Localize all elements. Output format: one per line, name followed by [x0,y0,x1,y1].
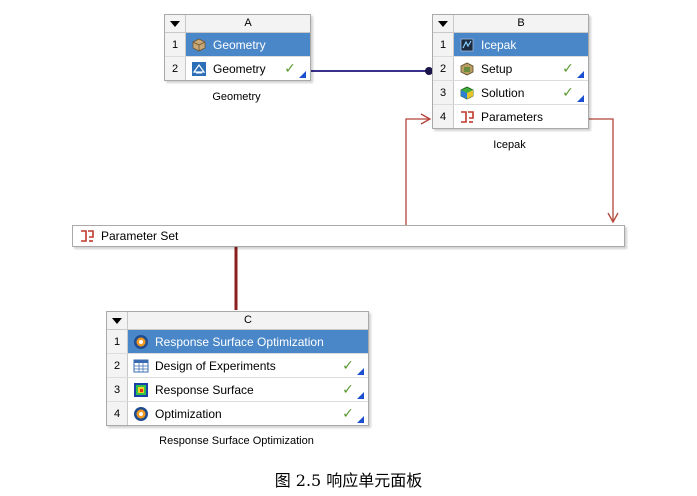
system-c-caption: Response Surface Optimization [159,435,314,447]
connection-corner-icon [357,416,364,423]
system-c-cell-design-of-experiments[interactable]: 2 Design of Experiments ✓ [107,354,368,378]
status-check-icon: ✓ [342,357,354,373]
cell-label: Optimization [155,406,222,421]
system-a-collapse-toggle[interactable] [165,15,186,32]
system-b-collapse-toggle[interactable] [433,15,454,32]
cell-number: 2 [107,354,128,377]
cell-number: 4 [433,105,454,128]
cell-label: Geometry [213,37,266,52]
connection-corner-icon [577,95,584,102]
parameter-set-icon [81,230,94,242]
system-a-letter: A [244,17,252,29]
system-c-cell-response-surface[interactable]: 3 Response Surface ✓ [107,378,368,402]
connection-corner-icon [357,368,364,375]
optimization-icon [134,406,148,421]
parameters-out-arrow [607,212,619,224]
system-b-cell-icepak[interactable]: 1 Icepak [433,33,588,57]
system-b-header[interactable]: B [433,15,588,33]
response-surface-optimization-icon [134,334,148,349]
cell-number: 1 [165,33,186,56]
system-b-cell-parameters[interactable]: 4 Parameters [433,105,588,128]
cell-number: 2 [433,57,454,80]
system-a-geometry[interactable]: A 1 Geometry 2 Geometry ✓ [164,14,311,81]
status-check-icon: ✓ [562,60,574,76]
cell-number: 4 [107,402,128,425]
parameter-set-label: Parameter Set [101,229,179,243]
parameters-out-line[interactable] [587,118,614,222]
cell-label: Parameters [481,109,544,124]
system-a-caption: Geometry [212,91,261,103]
system-b-icepak[interactable]: B 1 Icepak 2 Setup ✓ 3 Solution ✓ 4 [432,14,589,129]
system-b-letter: B [517,17,525,29]
status-check-icon: ✓ [342,381,354,397]
system-a-header[interactable]: A [165,15,310,33]
system-c-letter: C [244,314,252,326]
cell-number: 2 [165,57,186,80]
cell-label: Design of Experiments [155,358,276,373]
cell-number: 3 [433,81,454,104]
connection-corner-icon [357,392,364,399]
system-a-cell-geometry-system[interactable]: 1 Geometry [165,33,310,57]
connection-corner-icon [299,71,306,78]
geometry-cell-icon [192,61,206,76]
system-b-cell-setup[interactable]: 2 Setup ✓ [433,57,588,81]
parameter-set-bar[interactable]: Parameter Set [72,225,625,247]
parameters-icon [461,110,474,123]
cell-label: Icepak [481,37,517,52]
cell-label: Setup [481,61,513,76]
design-of-experiments-icon [133,359,149,372]
cell-label: Solution [481,85,525,100]
geometry-link-endpoint [425,67,433,75]
setup-icon [460,62,474,75]
geometry-system-icon [192,38,206,51]
system-c-header[interactable]: C [107,312,368,330]
cell-number: 3 [107,378,128,401]
system-b-caption: Icepak [493,139,526,151]
icepak-icon [460,38,474,51]
cell-label: Response Surface [155,382,254,397]
connection-corner-icon [577,71,584,78]
status-check-icon: ✓ [284,60,296,76]
figure-caption: 图 2.5 响应单元面板 [274,471,423,490]
status-check-icon: ✓ [562,84,574,100]
system-c-cell-optimization[interactable]: 4 Optimization ✓ [107,402,368,425]
cell-label: Response Surface Optimization [155,334,324,349]
parameters-in-line[interactable] [405,118,429,225]
system-a-cell-geometry[interactable]: 2 Geometry ✓ [165,57,310,80]
cell-label: Geometry [213,61,266,76]
parameters-in-arrow [420,113,432,125]
cell-number: 1 [107,330,128,353]
system-c-response-surface-optimization[interactable]: C 1 Response Surface Optimization 2 Desi… [106,311,369,426]
response-surface-icon [134,382,148,397]
system-b-cell-solution[interactable]: 3 Solution ✓ [433,81,588,105]
system-c-cell-response-surface-optimization[interactable]: 1 Response Surface Optimization [107,330,368,354]
cell-number: 1 [433,33,454,56]
status-check-icon: ✓ [342,405,354,421]
solution-icon [460,86,474,99]
system-c-collapse-toggle[interactable] [107,312,128,329]
